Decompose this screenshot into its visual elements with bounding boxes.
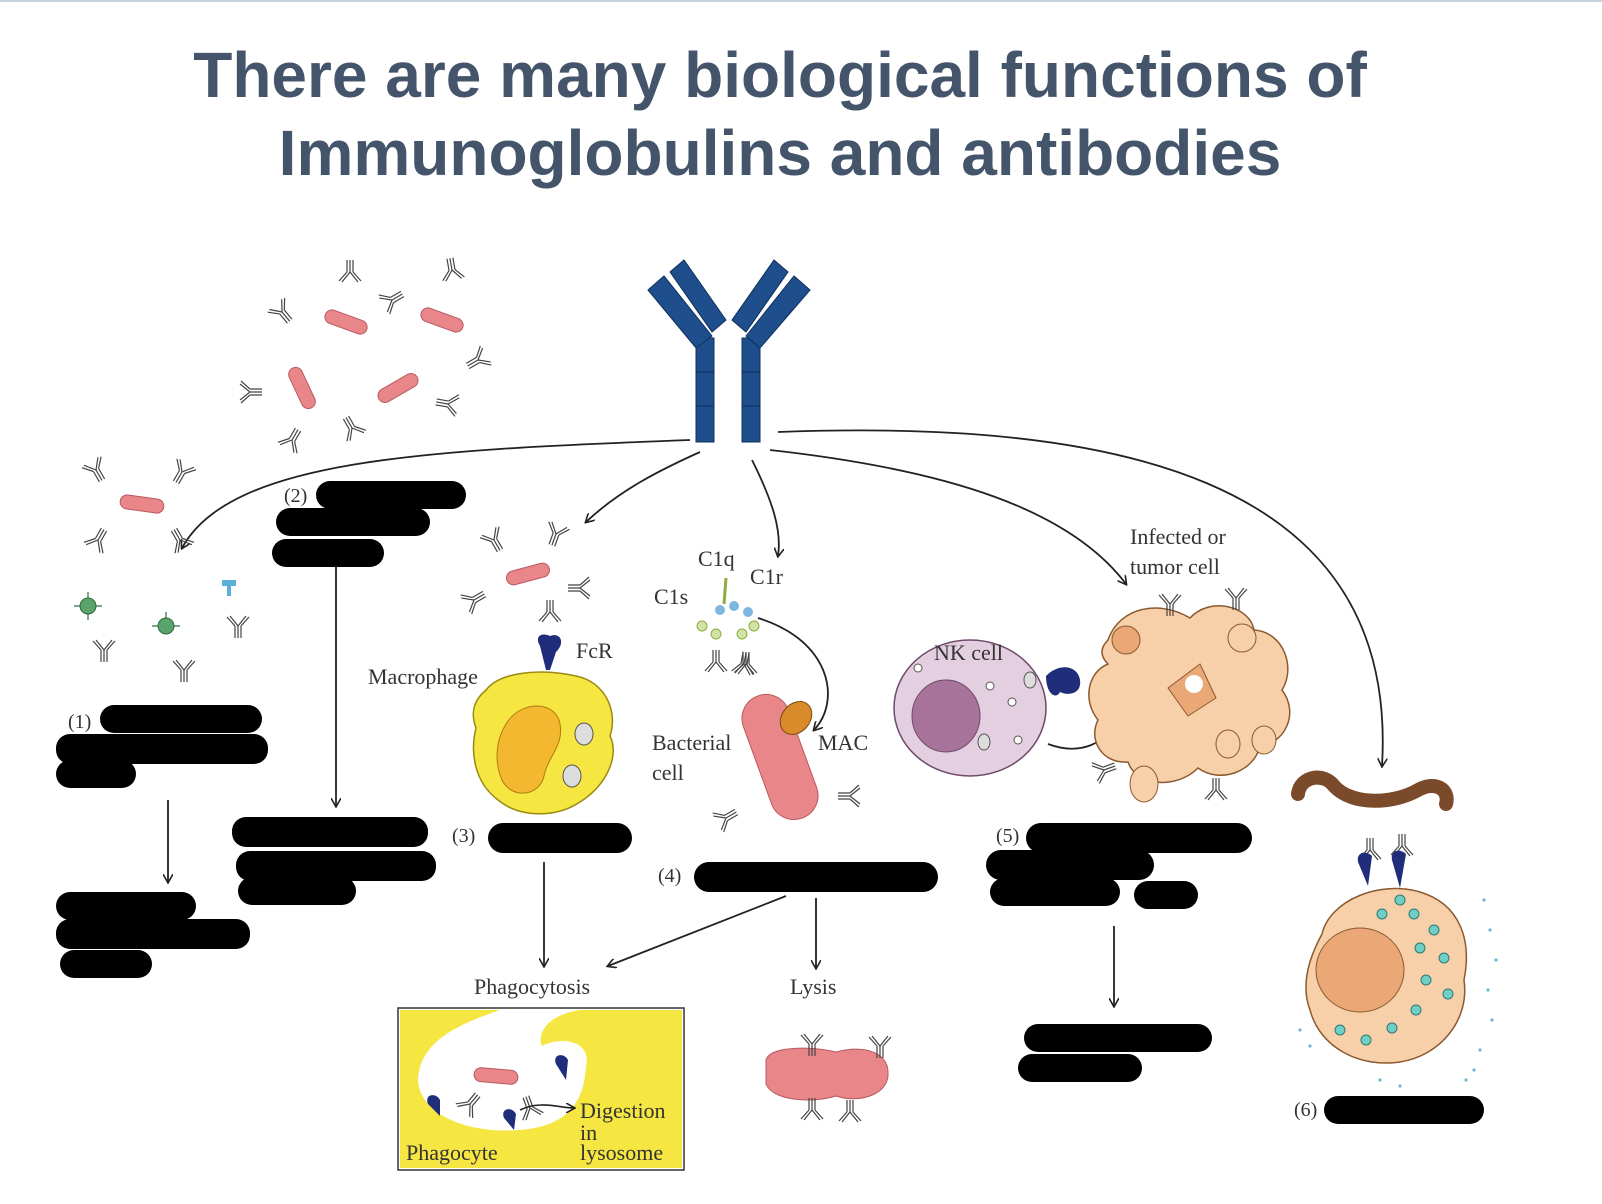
lysed-bacterium [765,1033,892,1123]
step-2-number: (2) [284,485,307,507]
title-line-2: Immunoglobulins and antibodies [278,117,1282,189]
phagocyte-label: Phagocyte [406,1140,498,1165]
redaction-bar [272,539,384,567]
phagosome-contents [427,1055,574,1130]
c1q-label: C1q [698,546,735,571]
title-line-1: There are many biological functions of [193,39,1367,111]
digestion-label-3: lysosome [580,1140,663,1165]
neutralized-virus-icons [74,580,250,683]
c1r-label: C1r [750,564,784,589]
redaction-bar [1018,1054,1142,1082]
redaction-bar [1026,823,1252,853]
mac-label: MAC [818,730,868,755]
top-divider [0,0,1602,2]
macrophage-vesicle [574,722,594,746]
redaction-bar [60,950,152,978]
step-1-number: (1) [68,711,91,733]
redaction-bar [56,892,196,920]
central-antibody-icon [647,259,811,443]
redaction-bar [236,851,436,881]
parasite-worm-icon [1291,770,1454,811]
phagocytosis-label: Phagocytosis [474,974,590,999]
macrophage-label: Macrophage [368,664,478,689]
macrophage-vesicle [562,764,582,788]
digestion-label-2: in [580,1120,597,1145]
redaction-bar [1134,881,1198,909]
redaction-bar [316,481,466,509]
step-5-number: (5) [996,825,1019,847]
redaction-bars [56,481,1484,1124]
infected-label-1: Infected or [1130,524,1227,549]
redaction-bar [56,734,268,764]
redaction-bar [56,919,250,949]
opsonized-bacterium [459,520,591,623]
bacterial-cell-with-mac [711,649,861,834]
neutralization-bacterium [80,455,198,555]
redaction-bar [1024,1024,1212,1052]
cell-label: cell [652,760,684,785]
step-3-number: (3) [452,825,475,847]
nk-cell [893,639,1081,777]
step-4-number: (4) [658,865,681,887]
redaction-bar [276,508,430,536]
redaction-bar [232,817,428,847]
redaction-bar [100,705,262,733]
c1s-label: C1s [654,584,688,609]
redaction-bar [1324,1096,1484,1124]
infected-label-2: tumor cell [1130,554,1220,579]
redaction-bar [986,850,1154,880]
phagocyte-cell [400,1010,682,1168]
redaction-bar [488,823,632,853]
mac-pore-icon [779,701,813,735]
redaction-bar [238,877,356,905]
mast-cell [1298,833,1498,1088]
nk-cell-label: NK cell [934,640,1003,665]
infected-cell-details [1090,587,1277,803]
redaction-bar [990,878,1120,906]
complement-c1-complex [696,577,760,675]
macrophage-nucleus [496,705,562,794]
fcr-receptor-icon [537,634,562,670]
redaction-bar [694,862,938,892]
fcr-label: FcR [576,638,613,663]
lysis-label: Lysis [790,974,836,999]
bacterial-label: Bacterial [652,730,731,755]
step-6-number: (6) [1294,1099,1317,1121]
agglutination-cluster [239,255,493,455]
redaction-bar [56,760,136,788]
digestion-label-1: Digestion [580,1098,666,1123]
slide-title: There are many biological functions of I… [0,36,1560,192]
